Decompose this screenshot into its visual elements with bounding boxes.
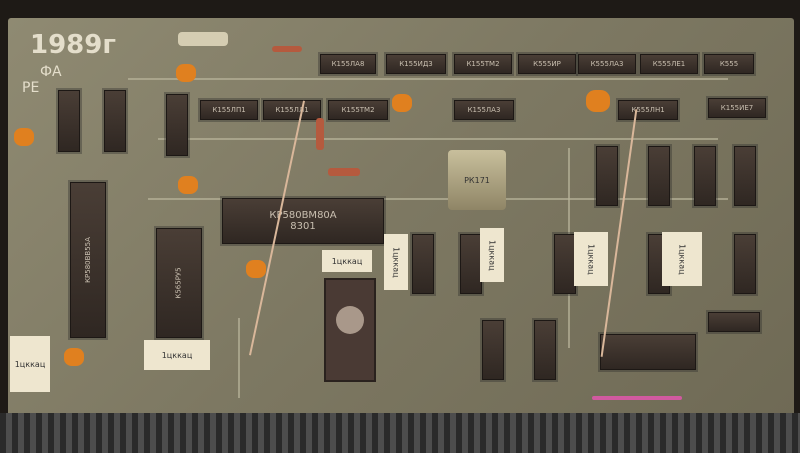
chip: К555: [704, 54, 754, 74]
chip: [600, 334, 696, 370]
chip: К155ЛА3: [454, 100, 514, 120]
chip: [694, 146, 716, 206]
resistor: [272, 46, 302, 52]
capacitor: [64, 348, 84, 366]
resistor: [328, 168, 360, 176]
cpu-name: КР580ВМ80А: [269, 210, 337, 221]
label-sticker: 1цккац: [662, 232, 702, 286]
label-sticker: 1цккац: [480, 228, 504, 282]
capacitor: [392, 94, 412, 112]
chip: К155ТМ2: [328, 100, 388, 120]
chip: [412, 234, 434, 294]
chip: К155ЛА8: [320, 54, 376, 74]
label-sticker: 1цккац: [10, 336, 50, 392]
label-sticker: 1цккац: [574, 232, 608, 286]
chip: К555ЛЕ1: [640, 54, 698, 74]
circuit-board: 1989г ФА РЕ К155ЛА8 К155ИД3 К155ТМ2 К555…: [8, 18, 794, 416]
label-sticker: 1цккац: [384, 234, 408, 290]
capacitor: [178, 176, 198, 194]
cpu-code: 8301: [290, 221, 316, 232]
chip: К155ИЕ7: [708, 98, 766, 118]
chip: [482, 320, 504, 380]
label-sticker: 1цккац: [144, 340, 210, 370]
resistor: [316, 118, 324, 150]
capacitor: [176, 64, 196, 82]
capacitor: [586, 90, 610, 112]
silk-label: РЕ: [22, 80, 40, 96]
capacitor: [246, 260, 266, 278]
chip: К555ЛА3: [578, 54, 636, 74]
chip: [534, 320, 556, 380]
ram-chip: К565РУ5: [156, 228, 202, 338]
chip: [708, 312, 760, 332]
silk-label: ФА: [40, 64, 62, 80]
chip: К155ТМ2: [454, 54, 512, 74]
eprom-chip: [324, 278, 376, 382]
chip: [734, 146, 756, 206]
chip: К555ИР: [518, 54, 576, 74]
crystal-oscillator: РК171: [448, 150, 506, 210]
year-marking: 1989г: [30, 30, 116, 60]
chip: [166, 94, 188, 156]
capacitor: [14, 128, 34, 146]
chip: [58, 90, 80, 152]
ppi-chip: КР580ВВ55А: [70, 182, 106, 338]
chip: [460, 234, 482, 294]
chip: К555ЛН1: [618, 100, 678, 120]
chip: К155ЛЛ1: [263, 100, 321, 120]
chip: К155ЛП1: [200, 100, 258, 120]
resistor: [592, 396, 682, 400]
capacitor: [178, 32, 228, 46]
chip: [554, 234, 576, 294]
cpu-chip: КР580ВМ80А 8301: [222, 198, 384, 244]
chip: [596, 146, 618, 206]
chip: [104, 90, 126, 152]
chip: [648, 146, 670, 206]
edge-connector: [0, 413, 800, 453]
chip: К155ИД3: [386, 54, 446, 74]
label-sticker: 1цккац: [322, 250, 372, 272]
chip: [734, 234, 756, 294]
